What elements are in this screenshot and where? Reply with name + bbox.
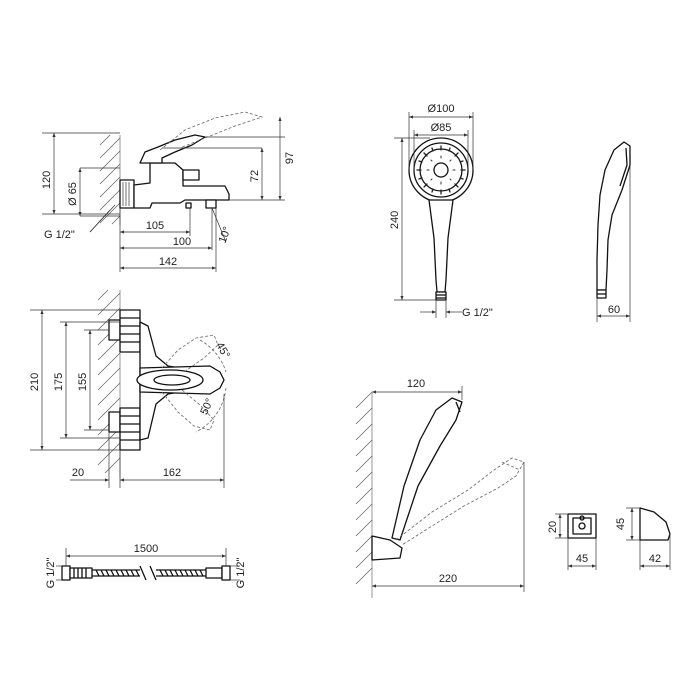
dimension-lines-hand-front [394,112,474,318]
dimension-labels-front: 210 175 155 45° 50° 20 162 [29,340,232,479]
wall-hatch-side [99,134,121,225]
holder-front-view: 20 45 [547,513,597,570]
dimension-labels-holder-side: 45 42 [615,518,661,565]
shower-tilted-ghost [395,457,525,546]
dimension-lines-wall-shower [372,386,525,592]
dimension-lines-hose [56,548,240,581]
dim-head-diameter-100: Ø100 [428,103,455,115]
lever-raised-ghost [159,111,264,151]
hand-shower-front-view: Ø100 Ø85 240 G 1/2" [389,103,493,319]
dim-side-depth-142: 142 [159,256,177,268]
dim-front-height-210: 210 [29,373,41,391]
holder-side-body [639,507,671,541]
dim-holder-width-45: 45 [576,553,588,565]
dimension-labels-wall-shower: 120 220 [407,378,457,585]
shower-on-wall-view: 120 220 [355,378,525,598]
mixer-body-side [119,134,230,209]
shower-holder-mounted [371,397,463,561]
dim-shower-length-240: 240 [389,211,401,229]
dimension-lines-front [30,309,225,488]
dim-holder-height-45: 45 [615,518,627,530]
dim-holder-height-20: 20 [547,521,559,533]
dim-outlet-diameter: Ø 65 [67,182,79,206]
wall-hatch-shower [355,391,373,598]
dim-front-height-175: 175 [53,373,65,391]
dim-holder-depth-42: 42 [649,553,661,565]
dim-shower-thickness-60: 60 [608,304,620,316]
dimension-labels-side: 120 Ø 65 G 1/2" 97 72 105 100 10° 142 [41,152,296,268]
holder-front-body [567,513,597,539]
dimension-lines-side [42,117,285,272]
mixer-body-front [108,309,225,451]
lever-rotation-ghost [161,334,227,433]
hose-body [61,565,231,581]
hand-shower-side-view: 60 [596,141,631,322]
dim-front-offset-20: 20 [72,467,84,479]
dimension-labels-hand-side: 60 [608,304,620,316]
dim-side-depth-105: 105 [146,220,164,232]
shower-head-front [408,137,474,301]
dim-front-angle-50: 50° [198,397,216,417]
dim-front-angle-45: 45° [213,340,232,360]
dim-hose-thread-left: G 1/2" [45,558,57,589]
dim-head-diameter-85: Ø85 [431,122,452,134]
dim-front-height-155: 155 [77,373,89,391]
dim-side-depth-100: 100 [173,236,191,248]
dimension-labels-hand-front: Ø100 Ø85 240 G 1/2" [389,103,493,319]
mixer-front-view: 210 175 155 45° 50° 20 162 [29,289,232,488]
dimension-labels-hose: 1500 G 1/2" G 1/2" [45,543,247,588]
dim-hose-thread-right: G 1/2" [235,558,247,589]
dim-wall-reach-120: 120 [407,378,425,390]
dim-side-height-120: 120 [41,171,53,189]
hose-view: 1500 G 1/2" G 1/2" [45,543,247,588]
dimension-lines-hand-side [596,165,631,322]
dim-side-thread: G 1/2" [44,229,75,241]
dimension-labels-holder-front: 20 45 [547,521,588,565]
mixer-side-view: 120 Ø 65 G 1/2" 97 72 105 100 10° 142 [41,111,296,272]
dim-front-width-162: 162 [163,467,181,479]
dimension-lines-holder-side [626,507,671,570]
dim-shower-thread: G 1/2" [462,307,493,319]
dim-side-angle-10: 10° [217,225,234,245]
dimension-lines-holder-front [555,513,597,570]
dim-side-height-97: 97 [284,152,296,164]
dim-hose-length: 1500 [134,543,158,555]
dim-side-height-72: 72 [249,170,261,182]
dim-wall-reach-220: 220 [439,573,457,585]
shower-head-side [596,141,631,299]
holder-side-view: 45 42 [615,507,671,570]
